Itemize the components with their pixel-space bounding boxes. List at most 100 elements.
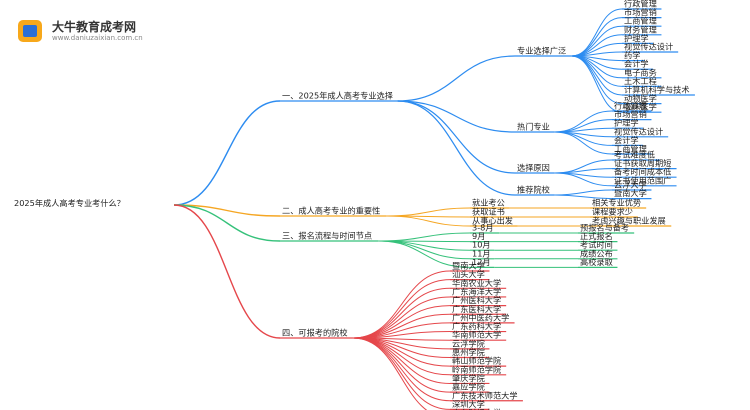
college-connector xyxy=(352,337,451,384)
leaf-node: 会计学 xyxy=(614,135,639,145)
leaf-connector xyxy=(554,127,613,133)
branch-2-topic: 二、成人高考专业的重要性 xyxy=(282,206,380,216)
leaf-connector xyxy=(571,25,623,57)
leaf-node: 护理学 xyxy=(624,33,649,43)
pair-key-node: 从事心出发 xyxy=(472,216,513,226)
leaf-node: 行政管理 xyxy=(624,0,657,9)
leaf-node: 考试难度低 xyxy=(614,150,655,160)
leaf-node: 市场营销 xyxy=(614,109,647,119)
leaf-node: 视觉传达设计 xyxy=(624,42,673,52)
leaf-node: 市场营销 xyxy=(624,7,657,17)
pair-value-node: 课程要求少 xyxy=(592,207,633,217)
college-connector xyxy=(352,337,428,410)
pair-key-node: 12月 xyxy=(472,257,491,267)
leaf-connector xyxy=(571,8,623,57)
leaf-connector xyxy=(554,189,613,196)
leaf-node: 行政管理 xyxy=(614,101,647,111)
leaf-node: 临床医学 xyxy=(624,102,657,112)
leaf-connector xyxy=(571,55,623,113)
branch-2-connector xyxy=(173,204,281,217)
college-connector xyxy=(352,305,451,339)
branch-3-connector xyxy=(173,204,281,242)
college-node: 肇庆学院 xyxy=(452,373,485,383)
sub-topic-1-connector xyxy=(397,55,516,102)
leaf-node: 云浮大学 xyxy=(614,180,647,190)
leaf-node: 视觉传达设计 xyxy=(614,126,663,136)
pair-connector xyxy=(386,215,471,227)
college-connector xyxy=(352,279,451,339)
leaf-connector xyxy=(571,55,623,96)
college-node: 广州医科大学 xyxy=(452,295,501,305)
leaf-node: 药学 xyxy=(624,50,640,60)
pair-key-node: 11月 xyxy=(472,248,491,258)
leaf-node: 会计学 xyxy=(624,59,649,69)
sub-topic-4: 推荐院校 xyxy=(517,185,550,195)
college-node: 广东财经大学 xyxy=(452,408,501,410)
pair-value-node: 考试时间 xyxy=(580,240,613,250)
pair-connector xyxy=(386,207,471,217)
college-node: 云浮学院 xyxy=(452,338,485,348)
college-node: 广东药科大学 xyxy=(452,321,501,331)
leaf-node: 计算机科学与技术 xyxy=(624,85,690,95)
pair-key-node: 10月 xyxy=(472,240,491,250)
branch-4-topic: 四、可报考的院校 xyxy=(282,328,348,338)
leaf-node: 护理学 xyxy=(614,118,639,128)
college-node: 岭南师范学院 xyxy=(452,364,501,374)
college-node: 惠州学院 xyxy=(452,347,485,357)
branch-4-connector xyxy=(173,204,281,339)
leaf-connector xyxy=(554,168,613,174)
leaf-node: 工商管理 xyxy=(624,16,657,26)
leaf-connector xyxy=(571,55,623,79)
leaf-node: 工商管理 xyxy=(614,144,647,154)
pair-key-node: 获取证书 xyxy=(472,207,505,217)
pair-key-node: 3-8月 xyxy=(472,223,494,233)
pair-value-node: 高校录取 xyxy=(580,257,613,267)
college-node: 汕头大学 xyxy=(452,269,485,279)
college-node: 深圳大学 xyxy=(452,399,485,409)
college-node: 华南农业大学 xyxy=(452,278,501,288)
college-node: 广东海洋大学 xyxy=(452,286,501,296)
leaf-node: 动物医学 xyxy=(624,93,657,103)
leaf-node: 电子商务 xyxy=(624,67,657,77)
leaf-node: 暨南大学 xyxy=(614,188,647,198)
root-topic: 2025年成人高考专业考什么？ xyxy=(14,198,125,208)
site-url: www.daniuzaixian.com.cn xyxy=(52,34,143,42)
leaf-connector xyxy=(571,34,623,57)
leaf-connector xyxy=(554,131,613,155)
college-node: 广东医科大学 xyxy=(452,304,501,314)
college-node: 嘉应学院 xyxy=(452,382,485,392)
pair-key-node: 就业考公 xyxy=(472,198,505,208)
sub-topic-3: 选择原因 xyxy=(517,163,550,173)
leaf-node: 土木工程 xyxy=(624,76,657,86)
leaf-node: 证书使用范围广 xyxy=(614,175,671,185)
pair-value-node: 预报名与备考 xyxy=(580,223,629,233)
pair-key-node: 9月 xyxy=(472,231,485,241)
pair-value-node: 考虑兴趣与职业发展 xyxy=(592,216,666,226)
pair-connector xyxy=(378,240,471,268)
pair-value-node: 成绩公布 xyxy=(580,248,613,258)
leaf-connector xyxy=(554,194,613,200)
college-node: 广东技术师范大学 xyxy=(452,390,518,400)
leaf-node: 证书获取周期短 xyxy=(614,158,671,168)
pair-connector xyxy=(378,232,471,242)
leaf-connector xyxy=(554,172,613,187)
sub-topic-3-connector xyxy=(397,100,516,174)
site-header: 大牛教育成考网 www.daniuzaixian.com.cn xyxy=(18,18,178,46)
branch-1-topic: 一、2025年成人高考专业选择 xyxy=(282,91,393,101)
sub-topic-2: 热门专业 xyxy=(517,122,550,132)
pair-value-node: 正式报名 xyxy=(580,231,613,241)
college-connector xyxy=(352,270,451,339)
leaf-node: 备考时间成本低 xyxy=(614,167,671,177)
sub-topic-2-connector xyxy=(397,100,516,133)
pair-value-node: 相关专业优势 xyxy=(592,198,641,208)
sub-topic-4-connector xyxy=(397,100,516,196)
college-node: 华南师范大学 xyxy=(452,330,501,340)
book-logo-icon xyxy=(18,20,42,42)
college-node: 暨南大学 xyxy=(452,261,485,271)
leaf-node: 财务管理 xyxy=(624,24,657,34)
sub-topic-1: 专业选择广泛 xyxy=(517,46,566,56)
college-node: 广州中医药大学 xyxy=(452,312,509,322)
brand-name: 大牛教育成考网 xyxy=(52,20,137,34)
college-node: 韩山师范学院 xyxy=(452,356,501,366)
